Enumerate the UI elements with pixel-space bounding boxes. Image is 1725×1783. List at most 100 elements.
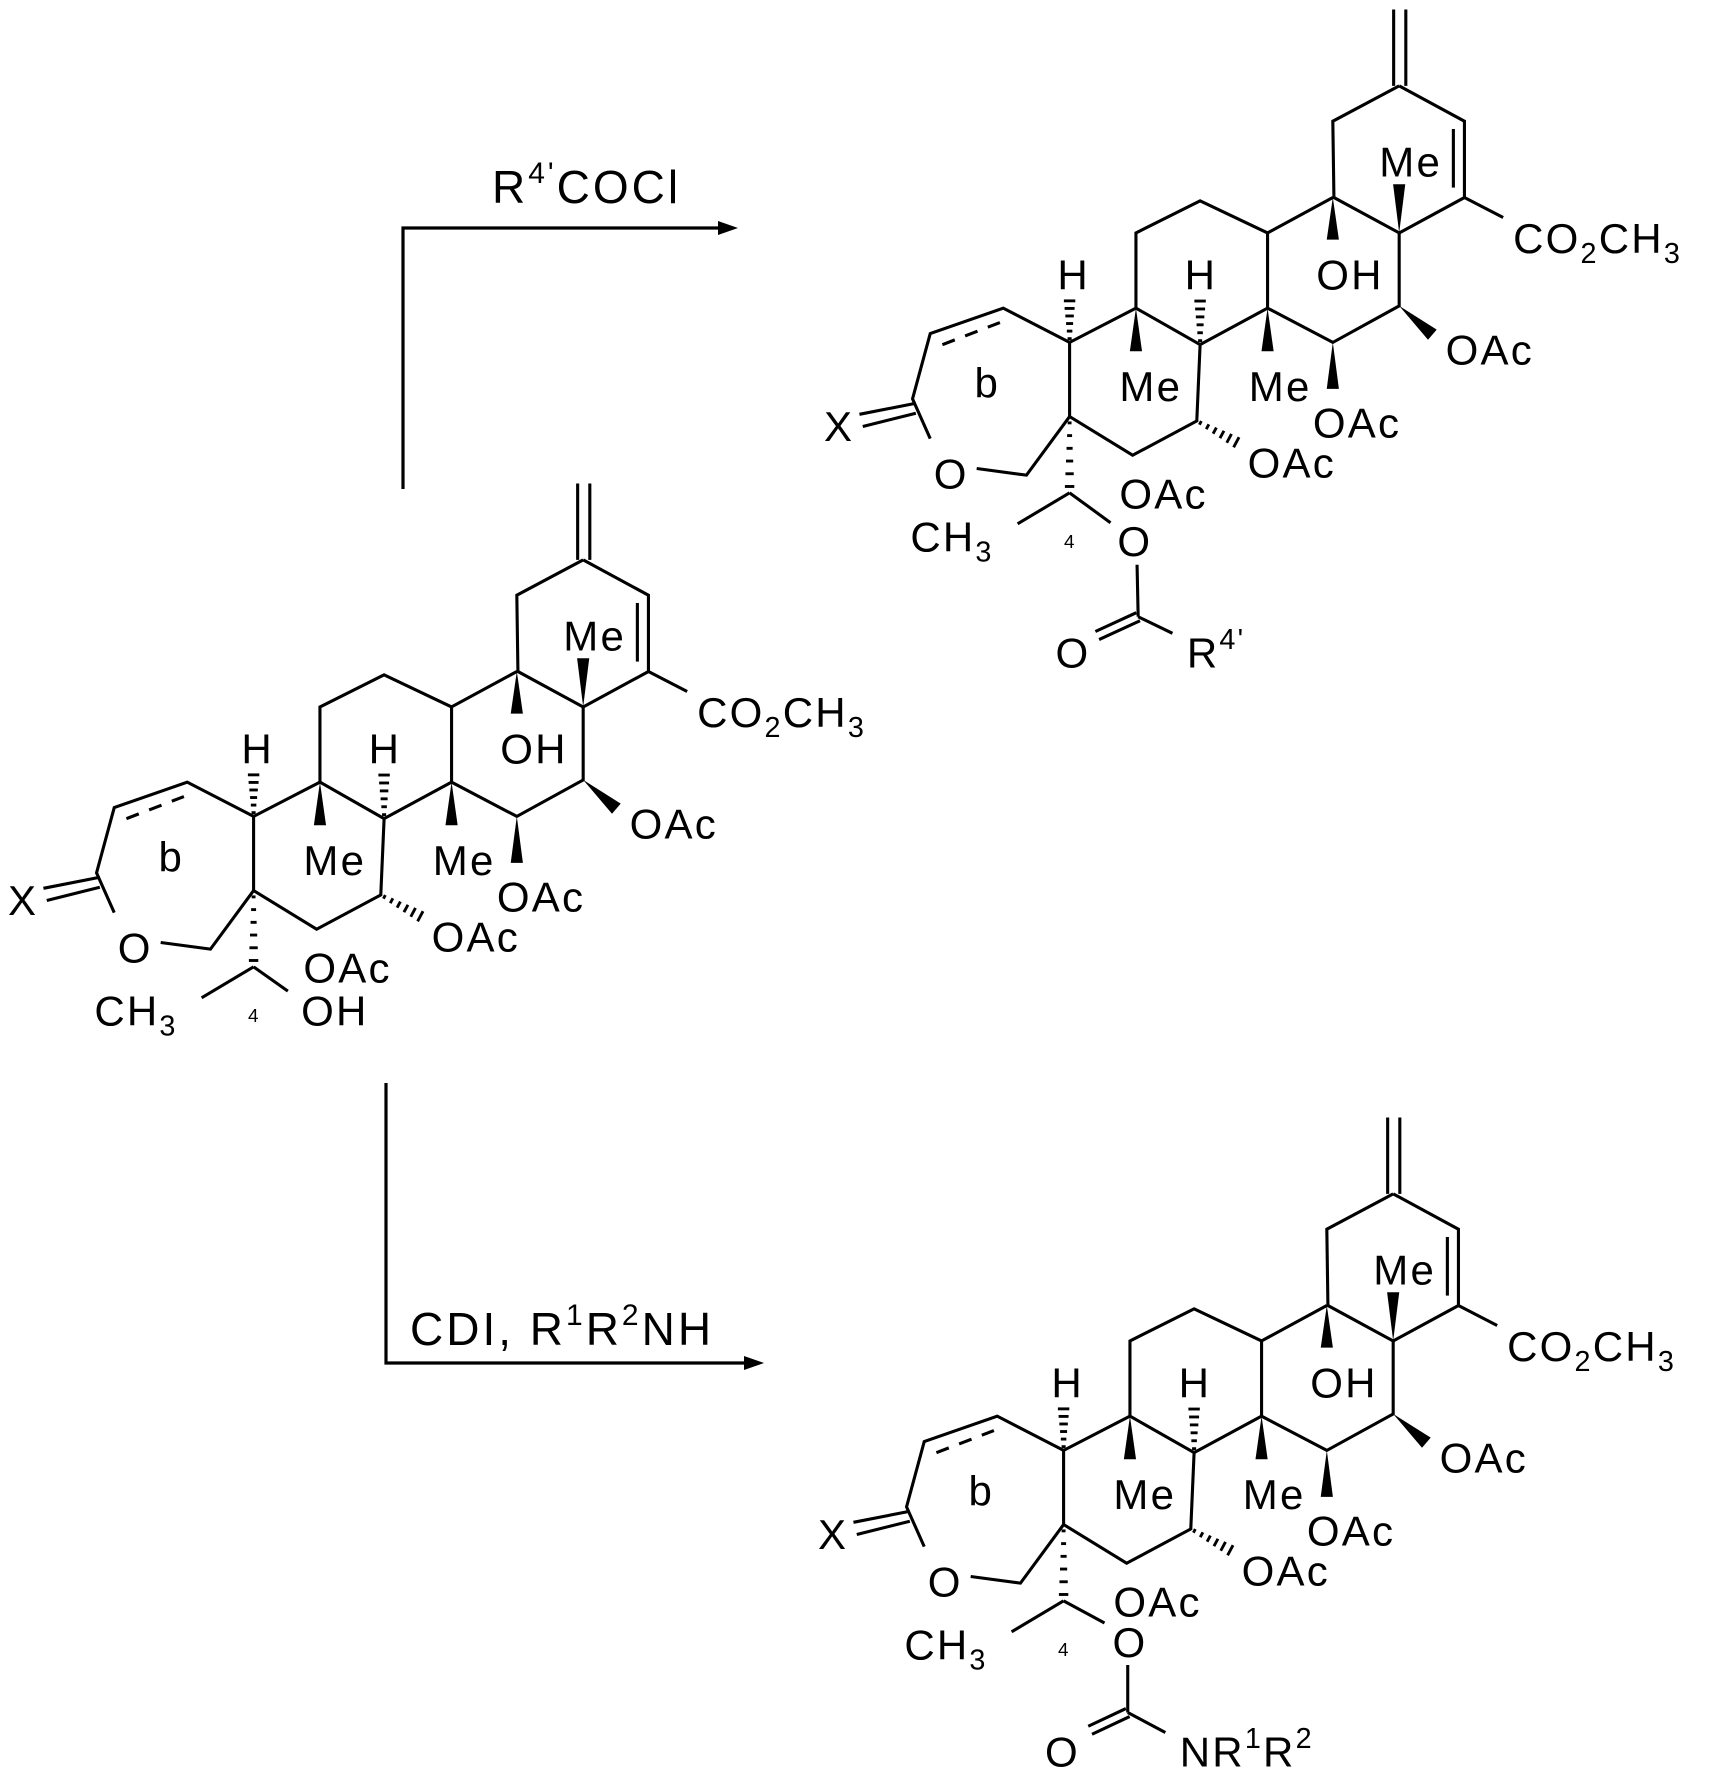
carbonyl-double-bond xyxy=(1099,621,1140,640)
carbamate-oxygen-label-part: O xyxy=(1112,1619,1147,1666)
reagent-part: NH xyxy=(642,1303,714,1355)
methyl-label-part: 3 xyxy=(969,1644,987,1676)
methyl-label-part: Me xyxy=(1119,363,1182,410)
bond-ester-oxygen xyxy=(1070,493,1111,523)
hashed-bond-oac xyxy=(1199,421,1239,447)
methyl-ester-label: CO2CH3 xyxy=(1507,1323,1676,1378)
methyl-label-part: CH xyxy=(904,1621,969,1668)
carbonyl-oxygen-label-part: O xyxy=(1055,630,1090,677)
acetoxy-label: OAc xyxy=(1440,1435,1528,1482)
hash-mark xyxy=(390,898,393,903)
position-4-label-part: 4 xyxy=(1058,1639,1068,1660)
acetoxy-label-part: OAc xyxy=(432,913,520,960)
methyl-label: Me xyxy=(1243,1471,1306,1518)
hashed-bond-h xyxy=(1064,301,1075,339)
hashed-bond-c4 xyxy=(249,897,258,961)
hash-mark xyxy=(1199,421,1201,425)
ring-b-label-part: b xyxy=(968,1468,994,1515)
hashed-bond-c4 xyxy=(1065,423,1074,487)
bond-methyl xyxy=(1018,493,1070,524)
hash-mark xyxy=(404,905,408,912)
reagent-rest: COCl xyxy=(557,161,681,213)
carbamate-oxygen-label: O xyxy=(1112,1619,1147,1666)
hash-mark xyxy=(1220,431,1224,438)
exocyclic-double-bond xyxy=(853,1511,909,1522)
exocyclic-double-bond xyxy=(863,413,916,426)
ring-oxygen-label-part: O xyxy=(934,450,969,497)
acetoxy-label-part: OAc xyxy=(630,801,718,848)
methyl-label-part: CH xyxy=(910,513,975,560)
hydrogen-label-part: H xyxy=(1179,1359,1212,1406)
methyl-ester-label-part: 2 xyxy=(1575,1346,1593,1378)
hash-mark xyxy=(383,895,385,899)
methyl-ester-label-part: CO xyxy=(697,689,764,736)
hashed-bond-h xyxy=(378,775,389,815)
acetoxy-label: OAc xyxy=(1119,470,1207,517)
acetoxy-label-part: OAc xyxy=(1248,439,1336,486)
ring-b-label: b xyxy=(158,834,184,881)
bond-r xyxy=(1138,617,1172,634)
r4-group-label: R4' xyxy=(1187,624,1245,677)
ring-oxygen-label: O xyxy=(928,1558,963,1605)
reagent-r: R xyxy=(492,161,528,213)
carbonyl-oxygen-label: O xyxy=(1055,630,1090,677)
hydroxyl-label-part: OH xyxy=(1310,1359,1377,1406)
methyl-label: CH3 xyxy=(904,1621,987,1676)
position-4-label-part: 4 xyxy=(248,1005,258,1026)
methyl-label: Me xyxy=(433,837,496,884)
hydrogen-label: H xyxy=(1051,1359,1084,1406)
x-label-part: X xyxy=(818,1511,848,1558)
methyl-label-part: CH xyxy=(94,987,159,1034)
hash-mark xyxy=(397,902,400,908)
methyl-label-part: Me xyxy=(1243,1471,1306,1518)
wedge-me xyxy=(1261,308,1273,351)
reagent-part: R xyxy=(586,1303,622,1355)
reagent-part: CDI, R xyxy=(410,1303,566,1355)
methyl-ester-label-part: 3 xyxy=(1658,1346,1676,1378)
hydrogen-label-part: H xyxy=(369,725,402,772)
methyl-label-part: Me xyxy=(563,613,626,660)
x-label: X xyxy=(8,877,38,924)
wedge-oh xyxy=(1327,198,1339,240)
position-4-label-part: 4 xyxy=(1064,531,1074,552)
wedge-me xyxy=(1255,1416,1267,1459)
reagent-superscript: 2 xyxy=(622,1299,642,1332)
hydrogen-label: H xyxy=(241,725,274,772)
hashed-bond-c4 xyxy=(1059,1531,1068,1595)
hash-mark xyxy=(1200,1532,1203,1537)
methyl-label-part: Me xyxy=(1113,1471,1176,1518)
wedge-me xyxy=(1393,184,1405,233)
wedge-oh xyxy=(1321,1306,1333,1348)
bond-carbamate-oxygen xyxy=(1064,1601,1105,1623)
hashed-bond-oac xyxy=(383,895,423,921)
acetoxy-label-part: OAc xyxy=(1440,1435,1528,1482)
x-label: X xyxy=(818,1511,848,1558)
ester-bond xyxy=(1458,1306,1497,1326)
ring-b-label: b xyxy=(968,1468,994,1515)
methyl-ester-label-part: CO xyxy=(1507,1323,1574,1370)
hydroxyl-label-part: OH xyxy=(500,725,567,772)
arrow-shaft xyxy=(403,228,724,489)
wedge-oac xyxy=(1327,342,1339,388)
methyl-label-part: 3 xyxy=(975,536,993,568)
methyl-ester-label: CO2CH3 xyxy=(697,689,866,744)
wedge-oac xyxy=(1393,1414,1431,1448)
methyl-ester-label-part: CH xyxy=(1593,1323,1658,1370)
bond-methyl xyxy=(202,967,254,998)
ring-oxygen-label-part: O xyxy=(928,1558,963,1605)
wedge-me xyxy=(577,658,589,707)
amine-group-label-part: NR xyxy=(1180,1729,1245,1776)
methyl-label-part: Me xyxy=(433,837,496,884)
hydrogen-label-part: H xyxy=(241,725,274,772)
hashed-bond-h xyxy=(248,775,259,813)
exocyclic-double-bond xyxy=(47,887,100,900)
ester-bond xyxy=(1464,198,1503,218)
molecules: HHMeMeMeOHOAcOAcOAcOAcCO2CH3XObCH34OHHHM… xyxy=(8,10,1682,1776)
methyl-ester-label-part: 3 xyxy=(1664,238,1682,270)
x-label-part: X xyxy=(8,877,38,924)
amine-group-label-part: R xyxy=(1263,1729,1296,1776)
methyl-label: CH3 xyxy=(910,513,993,568)
wedge-me xyxy=(1124,1416,1136,1459)
